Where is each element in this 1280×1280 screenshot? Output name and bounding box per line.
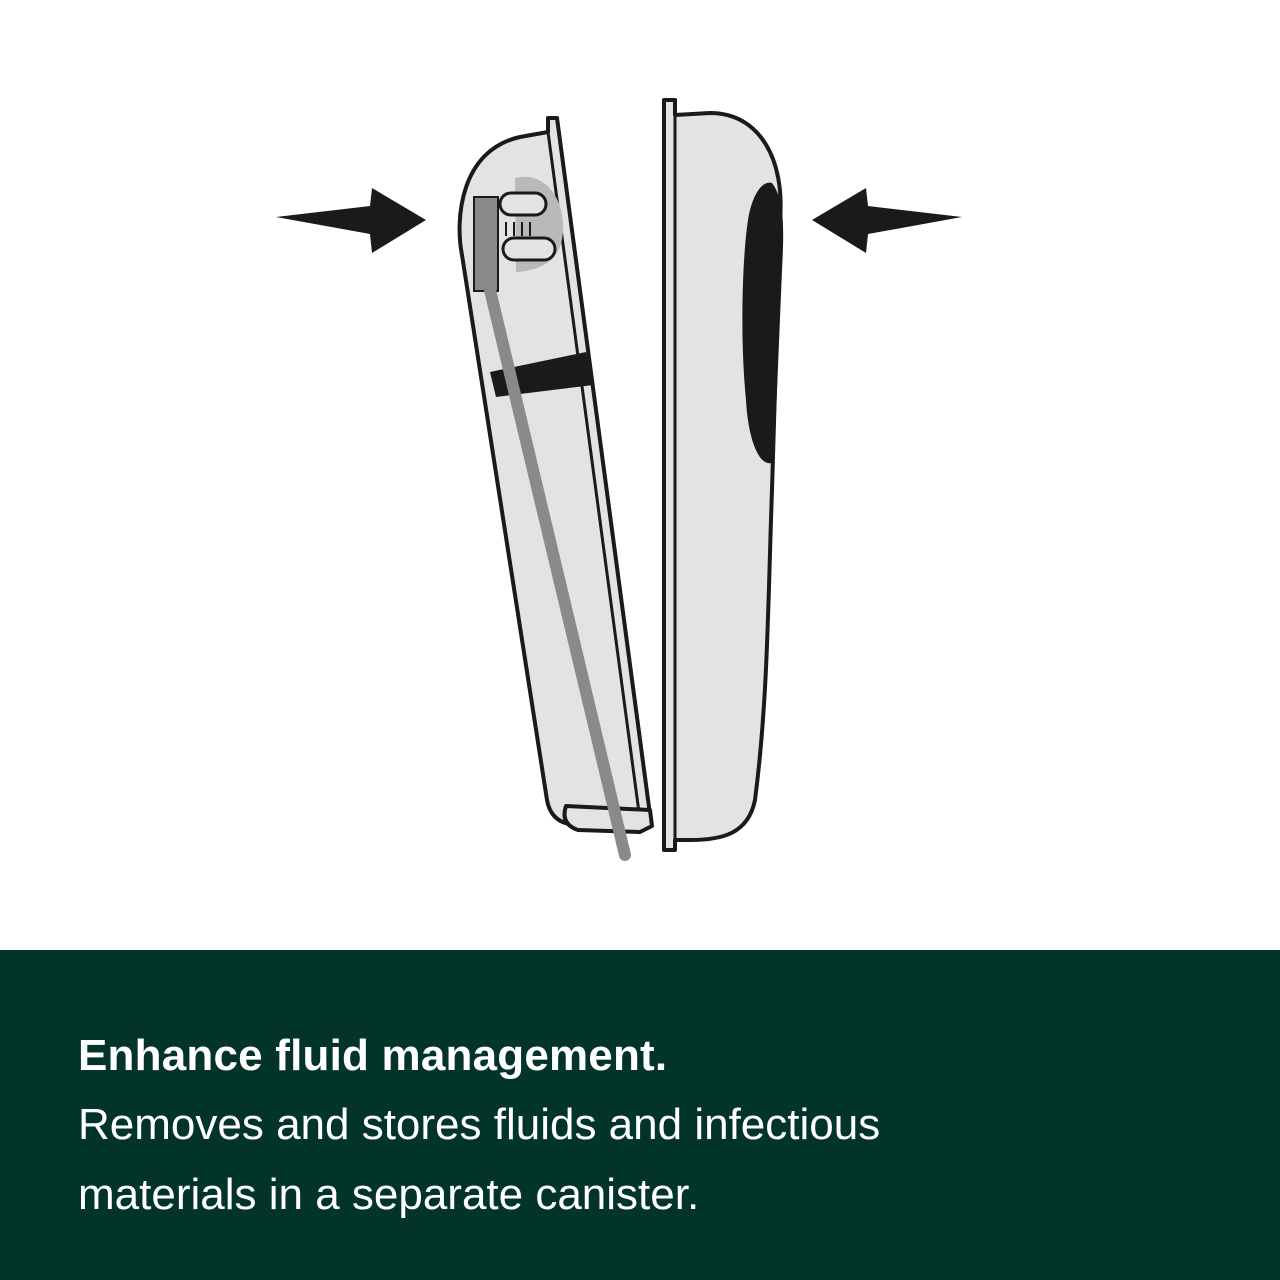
canister-diagram <box>276 98 962 861</box>
canister-illustration <box>276 98 962 861</box>
canister-body <box>662 98 784 852</box>
arrow-left-icon <box>812 188 962 253</box>
suction-tube <box>473 196 631 861</box>
caption-heading: Enhance fluid management. <box>78 1031 668 1080</box>
arrow-right-icon <box>276 188 426 253</box>
caption-body: Removes and stores fluids and infectious… <box>78 1100 881 1219</box>
caption-band: Enhance fluid management. Removes and st… <box>0 950 1280 1280</box>
